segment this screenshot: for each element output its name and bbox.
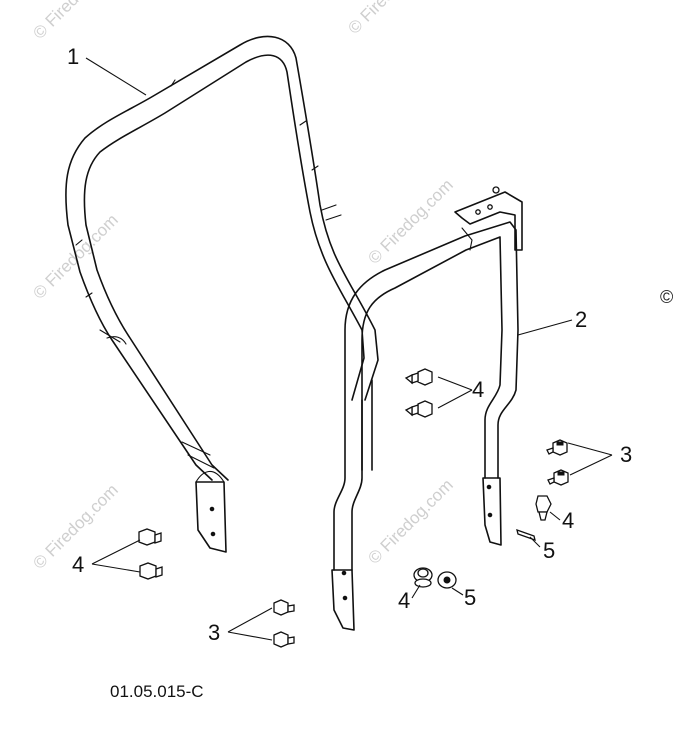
watermark-1: © Firedog.com: [29, 0, 121, 43]
callout-3-right: 3: [620, 442, 632, 467]
callout-5-right: 5: [543, 538, 555, 563]
drawing-code: 01.05.015-C: [110, 682, 204, 701]
bolt-4-right: [535, 495, 552, 521]
part-2-frame: [331, 186, 523, 631]
bolt-3-right-1: [546, 439, 568, 456]
part-1-frame: [65, 35, 379, 553]
bolt-4-left-1: [138, 528, 162, 546]
bolt-3-right-2: [547, 469, 569, 486]
bolt-4-upper-1: [404, 368, 433, 386]
pin-5-right: [516, 528, 536, 542]
watermark-symbol: ©: [660, 287, 673, 307]
bolt-4-upper-2: [404, 400, 433, 418]
nut-4-bottom: [413, 567, 433, 588]
watermark-4: © Firedog.com: [364, 175, 456, 267]
callout-4-right: 4: [562, 508, 574, 533]
watermark-6: © Firedog.com: [364, 475, 456, 567]
callout-2: 2: [575, 307, 587, 332]
bolt-3-bottom-2: [273, 631, 295, 648]
bolt-3-bottom-1: [273, 599, 295, 616]
watermark-2: © Firedog.com: [344, 0, 436, 38]
callout-4-bottom: 4: [398, 588, 410, 613]
callout-5-bottom: 5: [464, 585, 476, 610]
washer-5-bottom: [437, 571, 457, 589]
callout-3-bottom: 3: [208, 620, 220, 645]
callout-4-upper: 4: [472, 377, 484, 402]
bolt-4-left-2: [139, 562, 163, 580]
callout-labels: 1 2 4 3 4 5 4 4 5 3: [67, 44, 632, 645]
leader-lines: [85, 57, 613, 641]
callout-1: 1: [67, 44, 79, 69]
callout-4-left: 4: [72, 552, 84, 577]
